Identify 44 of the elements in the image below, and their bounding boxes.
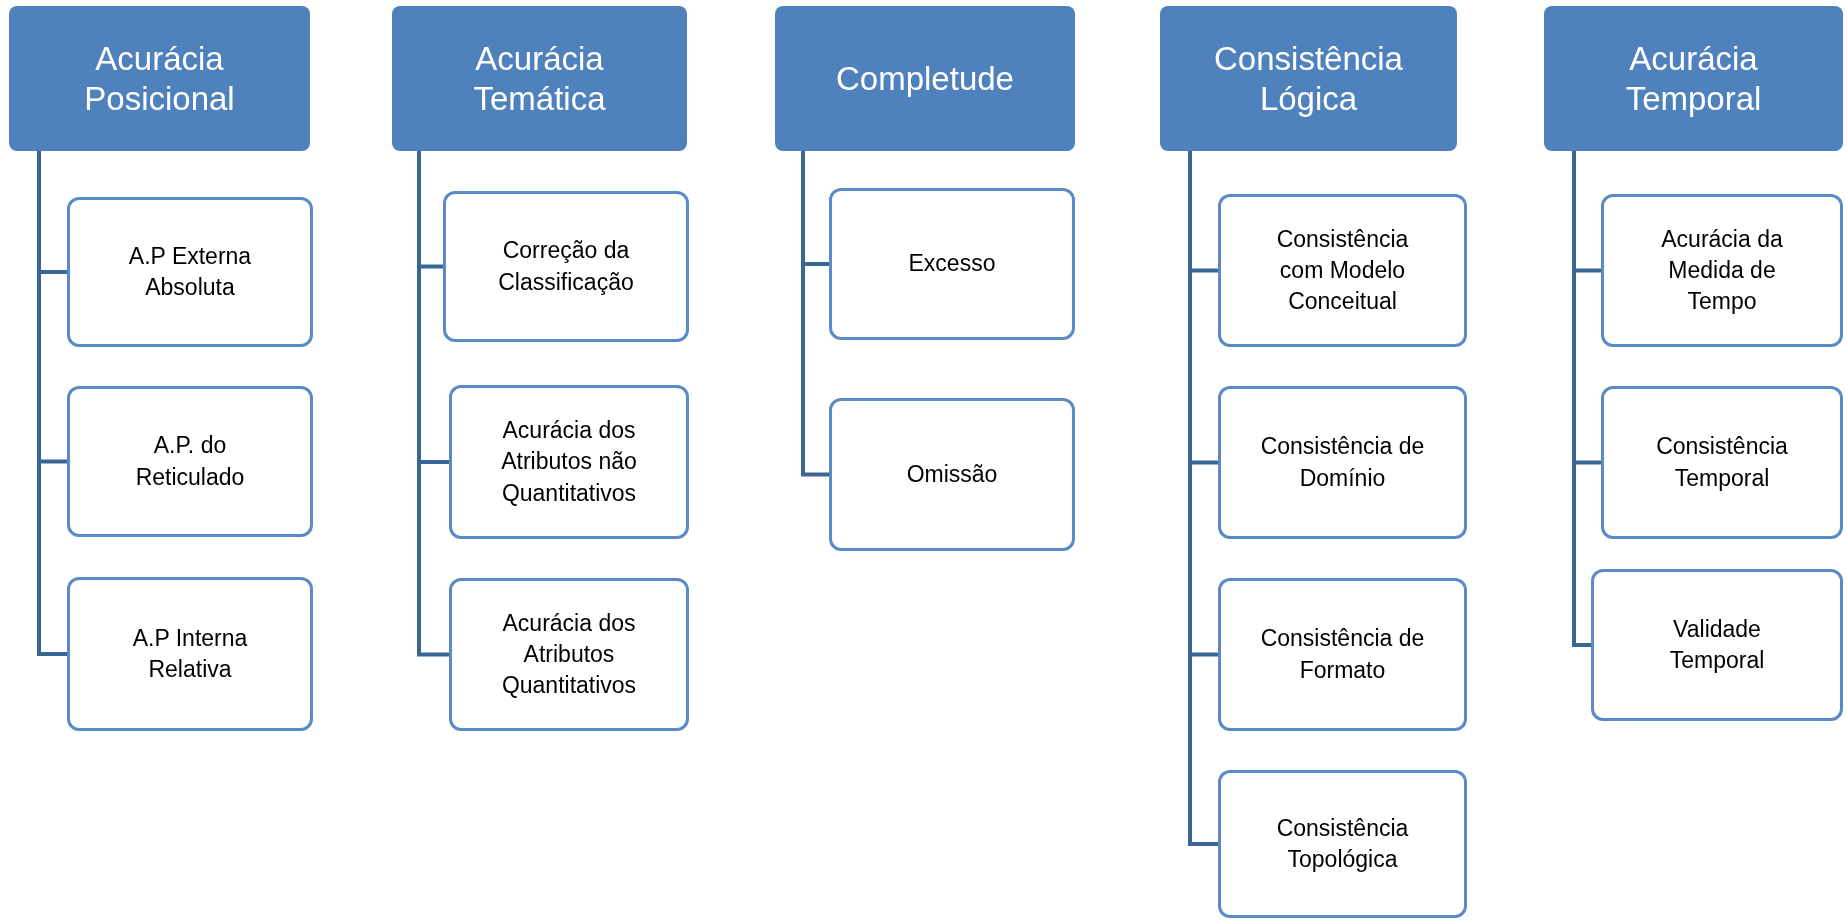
subcategory-label: Consistência Topológica (1275, 813, 1410, 874)
subcategory-box (1218, 770, 1467, 918)
subcategory-box (449, 385, 689, 539)
category-header-box (1160, 6, 1457, 151)
subcategory-label: Acurácia da Medida de Tempo (1660, 224, 1784, 316)
subcategory-label: Consistência com Modelo Conceitual (1275, 224, 1410, 316)
subcategory-box (1218, 386, 1467, 539)
subcategory-label: Omissão (906, 459, 998, 489)
subcategory-box (829, 188, 1075, 340)
connector-line (801, 151, 829, 477)
subcategory-label: A.P Interna Relativa (131, 623, 249, 684)
subcategory-label: Validade Temporal (1668, 614, 1766, 675)
subcategory-box (829, 398, 1075, 551)
category-title: Acurácia Temporal (1624, 38, 1763, 119)
subcategory-label: Acurácia dos Atributos não Quantitativos (500, 416, 638, 508)
category-title: Consistência Lógica (1213, 38, 1404, 119)
subcategory-box (67, 197, 313, 347)
subcategory-label: Acurácia dos Atributos Quantitativos (500, 608, 638, 700)
subcategory-label: Correção da Classificação (497, 236, 635, 297)
subcategory-label: A.P. do Reticulado (134, 431, 246, 492)
subcategory-box (67, 386, 313, 537)
subcategory-box (67, 577, 313, 731)
subcategory-box (1601, 194, 1843, 347)
category-header-box (392, 6, 687, 151)
category-title: Acurácia Posicional (83, 38, 236, 119)
subcategory-box (449, 578, 689, 731)
subcategory-label: Consistência de Domínio (1259, 432, 1426, 493)
connector-line (37, 151, 67, 656)
subcategory-box (1218, 194, 1467, 347)
category-header-box (1544, 6, 1843, 151)
subcategory-box (1591, 569, 1843, 721)
category-title: Acurácia Temática (472, 38, 607, 119)
subcategory-label: Consistência Temporal (1655, 432, 1789, 493)
category-header-box (775, 6, 1075, 151)
category-header-box (9, 6, 310, 151)
connector-line (417, 151, 449, 657)
subcategory-label: Consistência de Formato (1259, 624, 1426, 685)
subcategory-box (443, 191, 689, 342)
connector-line (1572, 151, 1591, 647)
category-title: Completude (836, 58, 1014, 99)
subcategory-box (1601, 386, 1843, 539)
subcategory-label: A.P Externa Absoluta (127, 241, 253, 302)
subcategory-box (1218, 578, 1467, 731)
subcategory-label: Excesso (908, 249, 996, 279)
